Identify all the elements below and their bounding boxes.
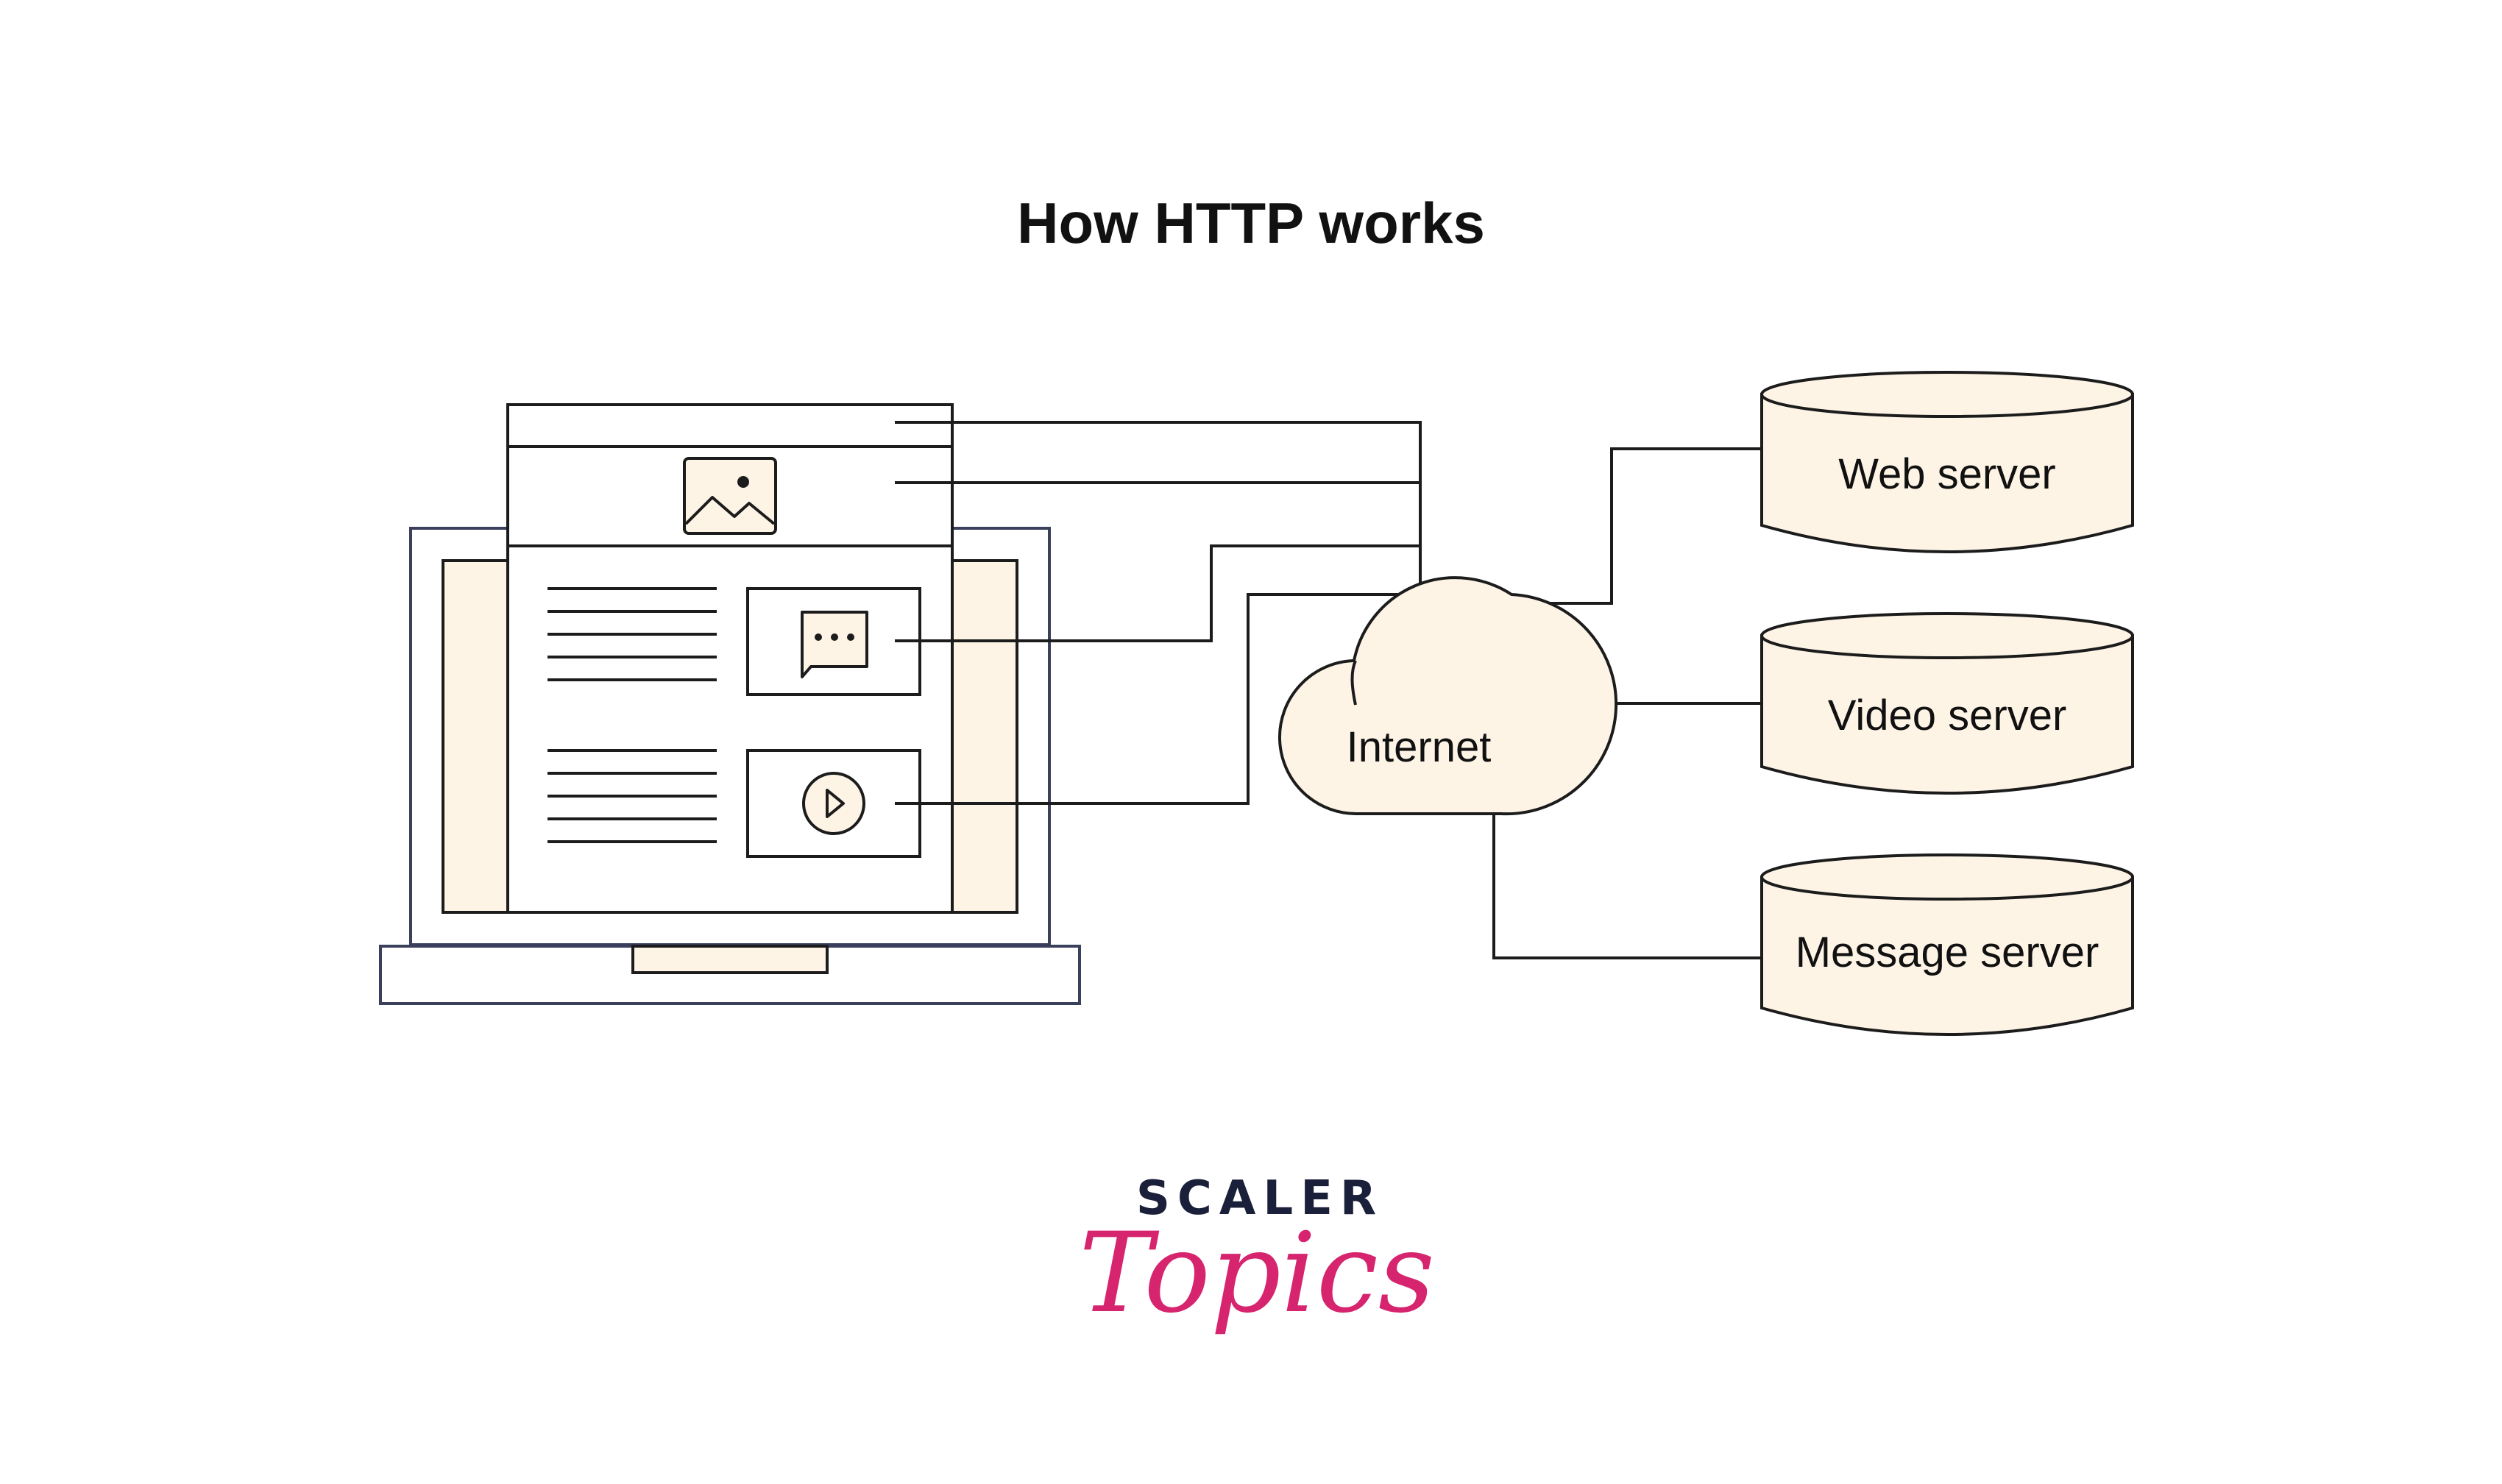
laptop-touchpad xyxy=(631,945,829,974)
internet-cloud: Internet xyxy=(1277,576,1618,816)
scaler-topics-logo: SCALER Topics xyxy=(1079,1171,1435,1338)
browser-window xyxy=(506,403,954,914)
connector-tabbar xyxy=(895,421,1422,589)
connector-video xyxy=(895,593,1420,805)
message-server-label: Message server xyxy=(1796,929,2099,976)
logo-scaler: SCALER xyxy=(1136,1171,1383,1226)
chat-bubble-icon xyxy=(801,611,868,678)
image-icon xyxy=(683,457,777,535)
connector-web-server xyxy=(1509,447,1762,605)
play-button-icon xyxy=(802,772,865,835)
web-server-label: Web server xyxy=(1838,450,2055,498)
text-block-2 xyxy=(547,749,717,843)
page-title: How HTTP works xyxy=(1017,191,1485,255)
message-server: Message server xyxy=(1760,853,2134,1036)
video-server: Video server xyxy=(1760,612,2134,795)
text-block-1 xyxy=(547,587,717,681)
video-server-label: Video server xyxy=(1828,692,2067,739)
web-server: Web server xyxy=(1760,371,2134,553)
connector-chat xyxy=(895,544,1420,642)
internet-label: Internet xyxy=(1347,723,1492,771)
logo-topics: Topics xyxy=(1079,1210,1435,1338)
connectors xyxy=(895,421,1762,959)
connector-message-server xyxy=(1492,812,1762,959)
